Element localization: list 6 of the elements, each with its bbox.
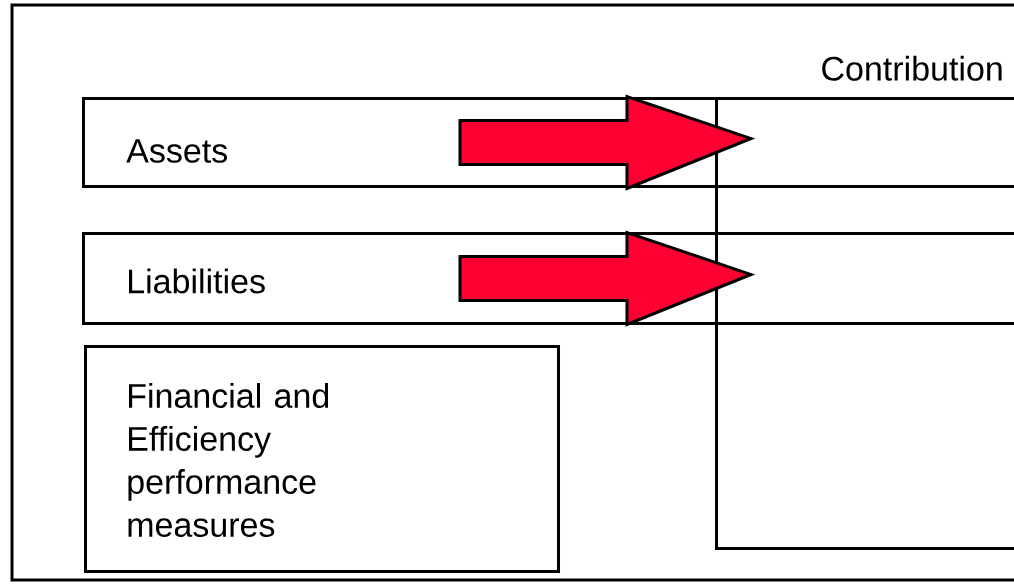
labelled-box: Liabilities (82, 232, 1014, 325)
labelled-box: Assets (82, 97, 1014, 188)
block-arrow (458, 94, 756, 191)
node-label: Contribution (822, 55, 1002, 81)
block-arrow (458, 230, 756, 327)
labelled-box: Financial and Efficiency performance measures (84, 345, 560, 573)
